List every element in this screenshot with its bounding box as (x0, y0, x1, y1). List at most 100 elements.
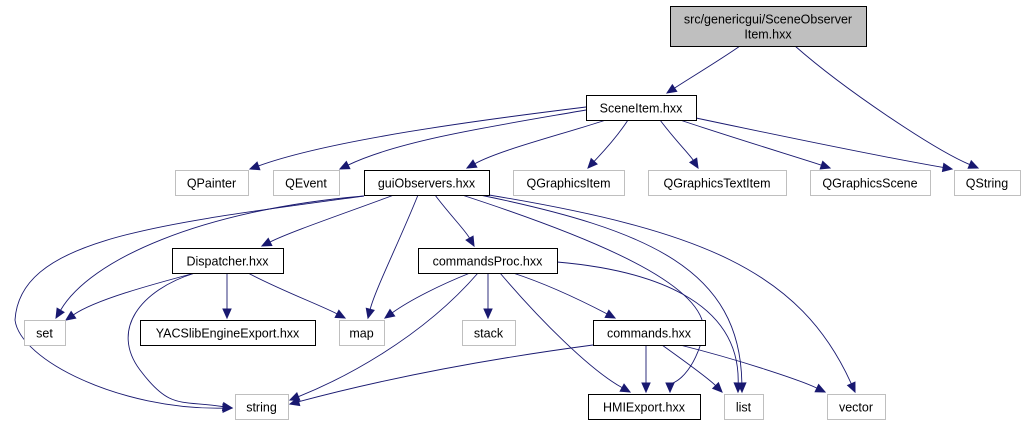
node-stack[interactable]: stack (462, 320, 516, 346)
node-box[interactable] (24, 320, 66, 346)
edge-commands-to-string (288, 344, 594, 407)
edge-guiObservers-to-set (55, 195, 365, 320)
edge-line (695, 117, 944, 168)
node-label: stack (474, 327, 504, 341)
edge-guiObservers-to-string (14, 195, 365, 413)
node-label: QGraphicsTextItem (664, 177, 771, 191)
edge-commands-to-vector (679, 344, 827, 393)
node-box[interactable] (418, 248, 558, 274)
arrowhead-icon (288, 396, 301, 407)
edge-Dispatcher-to-YACSlib (222, 272, 232, 320)
arrowhead-icon (665, 83, 678, 94)
node-QEvent[interactable]: QEvent (273, 170, 340, 196)
node-YACSlib[interactable]: YACSlibEngineExport.hxx (140, 320, 316, 346)
arrowhead-icon (465, 159, 478, 169)
edge-root-to-QString (794, 45, 980, 169)
node-box[interactable] (462, 320, 516, 346)
arrowhead-icon (665, 382, 675, 394)
edge-SceneItem-to-QPainter (248, 106, 587, 171)
node-label: Item.hxx (744, 28, 792, 42)
edge-guiObservers-to-commandsProc (434, 194, 475, 248)
node-box[interactable] (810, 170, 931, 196)
edge-commandsProc-to-commands (512, 272, 617, 319)
edge-line (474, 119, 607, 165)
edge-Dispatcher-to-string (127, 272, 234, 412)
node-box[interactable] (593, 320, 706, 346)
arrowhead-icon (334, 309, 347, 319)
arrowhead-icon (260, 237, 273, 247)
edge-line (369, 194, 419, 310)
arrowhead-icon (604, 309, 617, 319)
arrowhead-icon (819, 160, 832, 170)
edge-commandsProc-to-HMIExport (499, 272, 632, 393)
edge-SceneItem-to-guiObservers (465, 119, 607, 169)
node-box[interactable] (670, 6, 867, 47)
node-box[interactable] (364, 170, 490, 196)
arrowhead-icon (338, 160, 351, 170)
edge-line (488, 194, 852, 384)
node-set[interactable]: set (24, 320, 66, 346)
edge-line (434, 194, 470, 239)
edges-layer (14, 45, 980, 413)
node-box[interactable] (140, 320, 316, 346)
node-QGraphicsTextItem[interactable]: QGraphicsTextItem (648, 170, 787, 196)
edge-line (247, 272, 338, 315)
edge-SceneItem-to-QGraphicsItem (587, 119, 629, 169)
arrowhead-icon (814, 383, 827, 393)
node-label: QGraphicsScene (822, 177, 917, 191)
node-box[interactable] (588, 394, 701, 420)
edge-SceneItem-to-QEvent (338, 109, 587, 170)
edge-guiObservers-to-Dispatcher (260, 194, 395, 247)
node-label: commands.hxx (607, 327, 692, 341)
edge-line (499, 272, 623, 389)
node-box[interactable] (513, 170, 625, 196)
edge-line (794, 45, 970, 165)
node-label: src/genericgui/SceneObserver (684, 13, 852, 27)
node-box[interactable] (827, 394, 886, 420)
node-box[interactable] (586, 95, 697, 121)
edge-line (479, 194, 743, 384)
edge-line (461, 194, 705, 384)
edge-line (298, 344, 594, 403)
node-commandsProc[interactable]: commandsProc.hxx (418, 248, 558, 274)
node-guiObservers[interactable]: guiObservers.hxx (364, 170, 490, 196)
arrowhead-icon (619, 383, 632, 393)
node-SceneItem[interactable]: SceneItem.hxx (586, 95, 697, 121)
node-label: commandsProc.hxx (433, 255, 544, 269)
edge-line (60, 195, 365, 311)
node-string[interactable]: string (235, 394, 289, 420)
node-QGraphicsItem[interactable]: QGraphicsItem (513, 170, 625, 196)
edge-commands-to-HMIExport (641, 345, 651, 394)
node-box[interactable] (273, 170, 340, 196)
node-QPainter[interactable]: QPainter (175, 170, 249, 196)
node-vector[interactable]: vector (827, 394, 886, 420)
node-commands[interactable]: commands.hxx (593, 320, 706, 346)
node-map[interactable]: map (339, 320, 385, 346)
node-QGraphicsScene[interactable]: QGraphicsScene (810, 170, 931, 196)
arrowhead-icon (384, 308, 396, 319)
node-label: YACSlibEngineExport.hxx (156, 327, 300, 341)
node-box[interactable] (339, 320, 385, 346)
node-QString[interactable]: QString (954, 170, 1021, 196)
edge-guiObservers-to-HMIExport (461, 194, 705, 394)
node-box[interactable] (724, 394, 764, 420)
edge-line (298, 272, 479, 398)
edge-line (556, 261, 739, 384)
node-box[interactable] (175, 170, 249, 196)
node-HMIExport[interactable]: HMIExport.hxx (588, 394, 701, 420)
edge-guiObservers-to-map (365, 194, 419, 320)
node-box[interactable] (172, 248, 284, 274)
node-Dispatcher[interactable]: Dispatcher.hxx (172, 248, 284, 274)
arrowhead-icon (248, 161, 261, 171)
edge-line (269, 194, 395, 243)
node-box[interactable] (648, 170, 787, 196)
arrowhead-icon (587, 157, 598, 169)
node-label: QEvent (285, 177, 327, 191)
node-list[interactable]: list (724, 394, 764, 420)
node-label: QString (966, 177, 1008, 191)
node-label: Dispatcher.hxx (187, 255, 270, 269)
arrowhead-icon (688, 157, 699, 170)
node-box[interactable] (235, 394, 289, 420)
node-box[interactable] (954, 170, 1021, 196)
